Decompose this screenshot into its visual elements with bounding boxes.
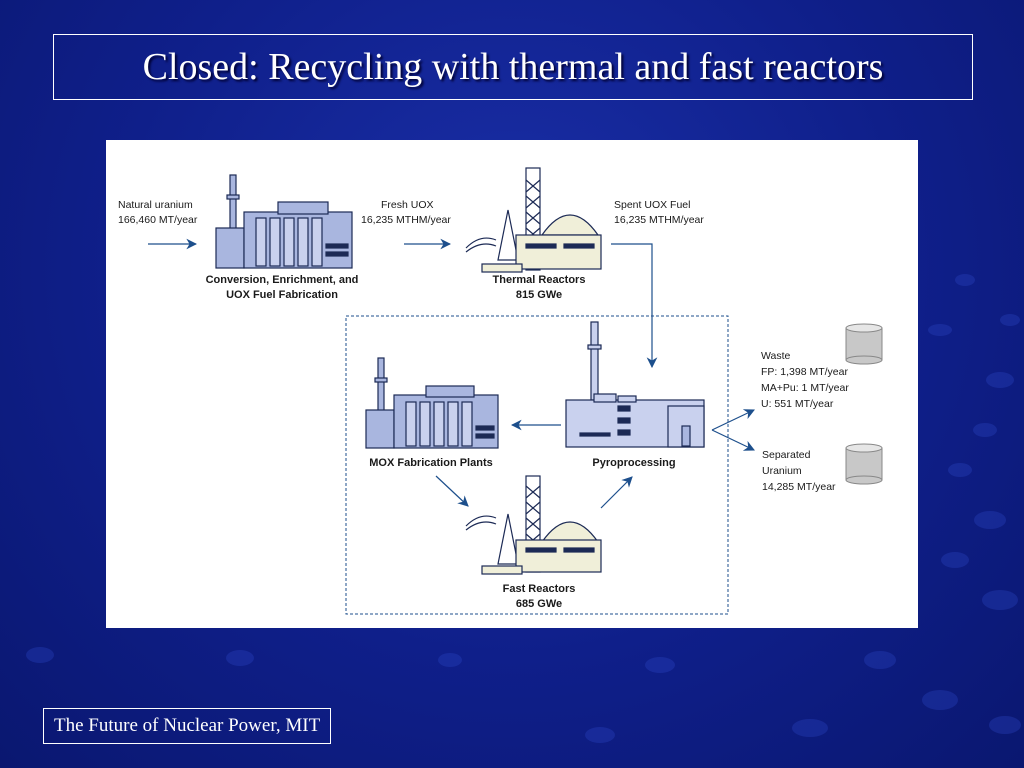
- thermal-reactor-icon: [465, 167, 602, 273]
- mox-plant-icon: [365, 357, 499, 449]
- fresh-uox-label: Fresh UOX: [381, 199, 434, 211]
- uranium-drum-icon: [845, 443, 883, 485]
- spent-uox-amount: 16,235 MTHM/year: [614, 214, 704, 226]
- flow-arrows: [148, 238, 755, 509]
- recycling-boundary: [345, 315, 729, 615]
- natural-uranium-amount: 166,460 MT/year: [118, 214, 198, 226]
- slide-title: Closed: Recycling with thermal and fast …: [53, 34, 973, 100]
- fast-reactor-capacity: 685 GWe: [516, 598, 562, 610]
- natural-uranium-label: Natural uranium: [118, 199, 193, 211]
- slide-footer: The Future of Nuclear Power, MIT: [43, 708, 332, 744]
- thermal-reactor-label: Thermal Reactors: [493, 274, 586, 286]
- separated-label: Separated: [762, 449, 811, 461]
- mox-label: MOX Fabrication Plants: [369, 457, 492, 469]
- waste-label: Waste: [761, 350, 791, 362]
- pyroprocessing-plant-icon: [565, 321, 705, 448]
- waste-fp: FP: 1,398 MT/year: [761, 366, 848, 378]
- thermal-reactor-capacity: 815 GWe: [516, 289, 562, 301]
- fast-reactor-icon: [465, 475, 602, 575]
- fast-reactor-label: Fast Reactors: [503, 583, 576, 595]
- pyroprocessing-label: Pyroprocessing: [592, 457, 675, 469]
- waste-ma-pu: MA+Pu: 1 MT/year: [761, 382, 849, 394]
- fresh-uox-amount: 16,235 MTHM/year: [361, 214, 451, 226]
- conversion-label: Conversion, Enrichment, and: [206, 274, 359, 286]
- waste-drum-icon: [845, 323, 883, 365]
- conversion-plant-icon: [215, 174, 353, 269]
- separated-amount: 14,285 MT/year: [762, 481, 836, 493]
- waste-u: U: 551 MT/year: [761, 398, 834, 410]
- conversion-label-2: UOX Fuel Fabrication: [226, 289, 338, 301]
- spent-uox-label: Spent UOX Fuel: [614, 199, 690, 211]
- separated-label-2: Uranium: [762, 465, 802, 477]
- fuel-cycle-diagram: Natural uranium 166,460 MT/year Fresh UO…: [106, 140, 918, 628]
